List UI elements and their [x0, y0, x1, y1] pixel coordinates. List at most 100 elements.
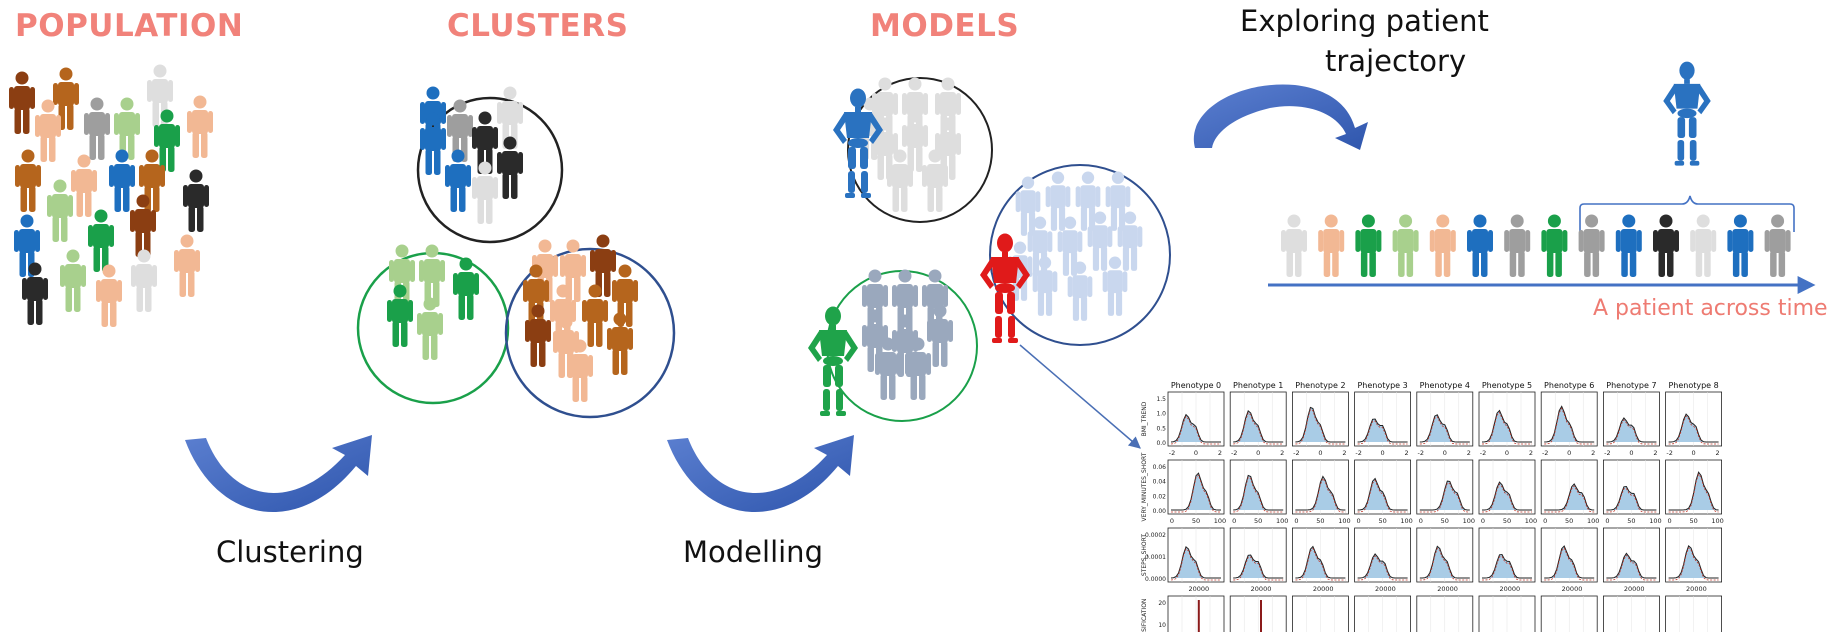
tick-label: 20000 — [1499, 585, 1520, 593]
density-fill — [1357, 554, 1408, 578]
density-line — [1233, 410, 1284, 443]
tick-label: -2 — [1480, 449, 1486, 457]
arrow-clustering — [185, 435, 372, 513]
person-icon — [1578, 214, 1605, 277]
density-line — [1233, 474, 1284, 511]
tick-label: -2 — [1604, 449, 1610, 457]
person-icon — [187, 95, 213, 158]
cluster-circle-black — [416, 96, 564, 244]
person-icon — [1429, 214, 1456, 277]
tick-label: 0 — [1481, 517, 1485, 525]
tick-label: -2 — [1231, 449, 1237, 457]
phenotype-title: Phenotype 3 — [1357, 381, 1407, 390]
density-line-red — [1544, 407, 1595, 445]
tick-label: 0 — [1256, 449, 1260, 457]
tick-label: -2 — [1418, 449, 1424, 457]
tick-label: 1.5 — [1156, 396, 1166, 403]
density-fill — [1482, 554, 1532, 578]
density-line-red — [1233, 476, 1284, 513]
person-icon — [88, 209, 114, 272]
person-icon — [1690, 214, 1717, 277]
phenotype-title: Phenotype 6 — [1544, 381, 1594, 390]
tick-label: 0 — [1605, 517, 1609, 525]
heading-population: POPULATION — [15, 8, 244, 44]
density-line-red — [1544, 485, 1595, 513]
tick-label: 100 — [1587, 517, 1599, 525]
density-line-red — [1668, 547, 1719, 581]
density-line — [1544, 483, 1595, 511]
tick-label: -2 — [1293, 449, 1299, 457]
person-icon — [1281, 214, 1307, 277]
tick-label: 0 — [1692, 449, 1696, 457]
arrow-exploring — [1193, 84, 1368, 150]
tick-label: 2 — [1653, 449, 1657, 457]
tick-label: -2 — [1542, 449, 1548, 457]
tick-label: 50 — [1565, 517, 1573, 525]
tick-label: 100 — [1649, 517, 1661, 525]
person-icon — [1727, 214, 1754, 277]
density-line — [1170, 546, 1221, 579]
tick-label: 0.02 — [1153, 493, 1167, 500]
density-fill — [1482, 410, 1532, 442]
density-line-red — [1419, 482, 1470, 513]
density-fill — [1357, 478, 1408, 510]
tick-label: 100 — [1338, 517, 1350, 525]
tick-label: 50 — [1192, 517, 1200, 525]
phenotype-title: Phenotype 4 — [1420, 381, 1470, 390]
tick-label: 20000 — [1251, 585, 1272, 593]
density-line-red — [1357, 555, 1408, 581]
density-line-red — [1668, 415, 1719, 445]
tick-label: 50 — [1627, 517, 1635, 525]
tick-label: 0 — [1294, 517, 1298, 525]
density-line — [1668, 471, 1719, 511]
tick-label: 2 — [1218, 449, 1222, 457]
tick-label: 0 — [1419, 517, 1423, 525]
label-clustering: Clustering — [216, 535, 364, 569]
tick-label: 20000 — [1375, 585, 1396, 593]
person-icon — [35, 99, 61, 162]
density-line-red — [1295, 408, 1346, 445]
heading-models: MODELS — [870, 8, 1020, 44]
label-exploring-2: trajectory — [1325, 44, 1467, 78]
density-line — [1481, 409, 1532, 443]
density-fill — [1482, 482, 1532, 510]
density-line — [1606, 485, 1657, 511]
tick-label: 100 — [1276, 517, 1288, 525]
mannequin-blue-top — [1663, 61, 1711, 166]
person-icon — [1653, 214, 1679, 277]
person-icon — [183, 169, 209, 232]
tick-label: 0.06 — [1153, 464, 1167, 471]
row-label: CLASSIFICATION — [1141, 599, 1148, 632]
density-line-red — [1233, 412, 1284, 445]
tick-label: 0.5 — [1156, 425, 1166, 432]
tick-label: 2 — [1342, 449, 1346, 457]
density-line-red — [1170, 415, 1221, 445]
tick-label: 10 — [1158, 622, 1166, 629]
person-icon — [902, 109, 928, 172]
person-icon — [1355, 214, 1382, 277]
tick-label: 20000 — [1188, 585, 1209, 593]
density-line — [1419, 545, 1470, 579]
density-line — [1482, 481, 1532, 511]
density-fill — [1419, 414, 1470, 442]
tick-label: 2 — [1405, 449, 1409, 457]
row-label: VERY_MINUTES_SHORT — [1141, 452, 1148, 521]
person-icon — [417, 297, 443, 360]
person-icon — [1504, 214, 1531, 277]
tick-label: -2 — [1355, 449, 1361, 457]
cluster-circle-blue — [504, 247, 676, 419]
density-line — [1419, 414, 1470, 443]
density-line — [1544, 405, 1595, 443]
density-line — [1295, 545, 1346, 579]
tick-label: 100 — [1400, 517, 1412, 525]
density-line — [1606, 552, 1657, 579]
row-label: BMI_TREND — [1141, 401, 1148, 436]
timeline-people — [1281, 214, 1791, 277]
tick-label: 0.0 — [1156, 440, 1166, 447]
phenotype-title: Phenotype 2 — [1295, 381, 1345, 390]
tick-label: 0.0001 — [1145, 554, 1166, 561]
phenotype-title: Phenotype 1 — [1233, 381, 1283, 390]
density-fill — [1295, 546, 1346, 578]
density-fill — [1606, 486, 1657, 510]
person-icon — [1392, 214, 1419, 277]
